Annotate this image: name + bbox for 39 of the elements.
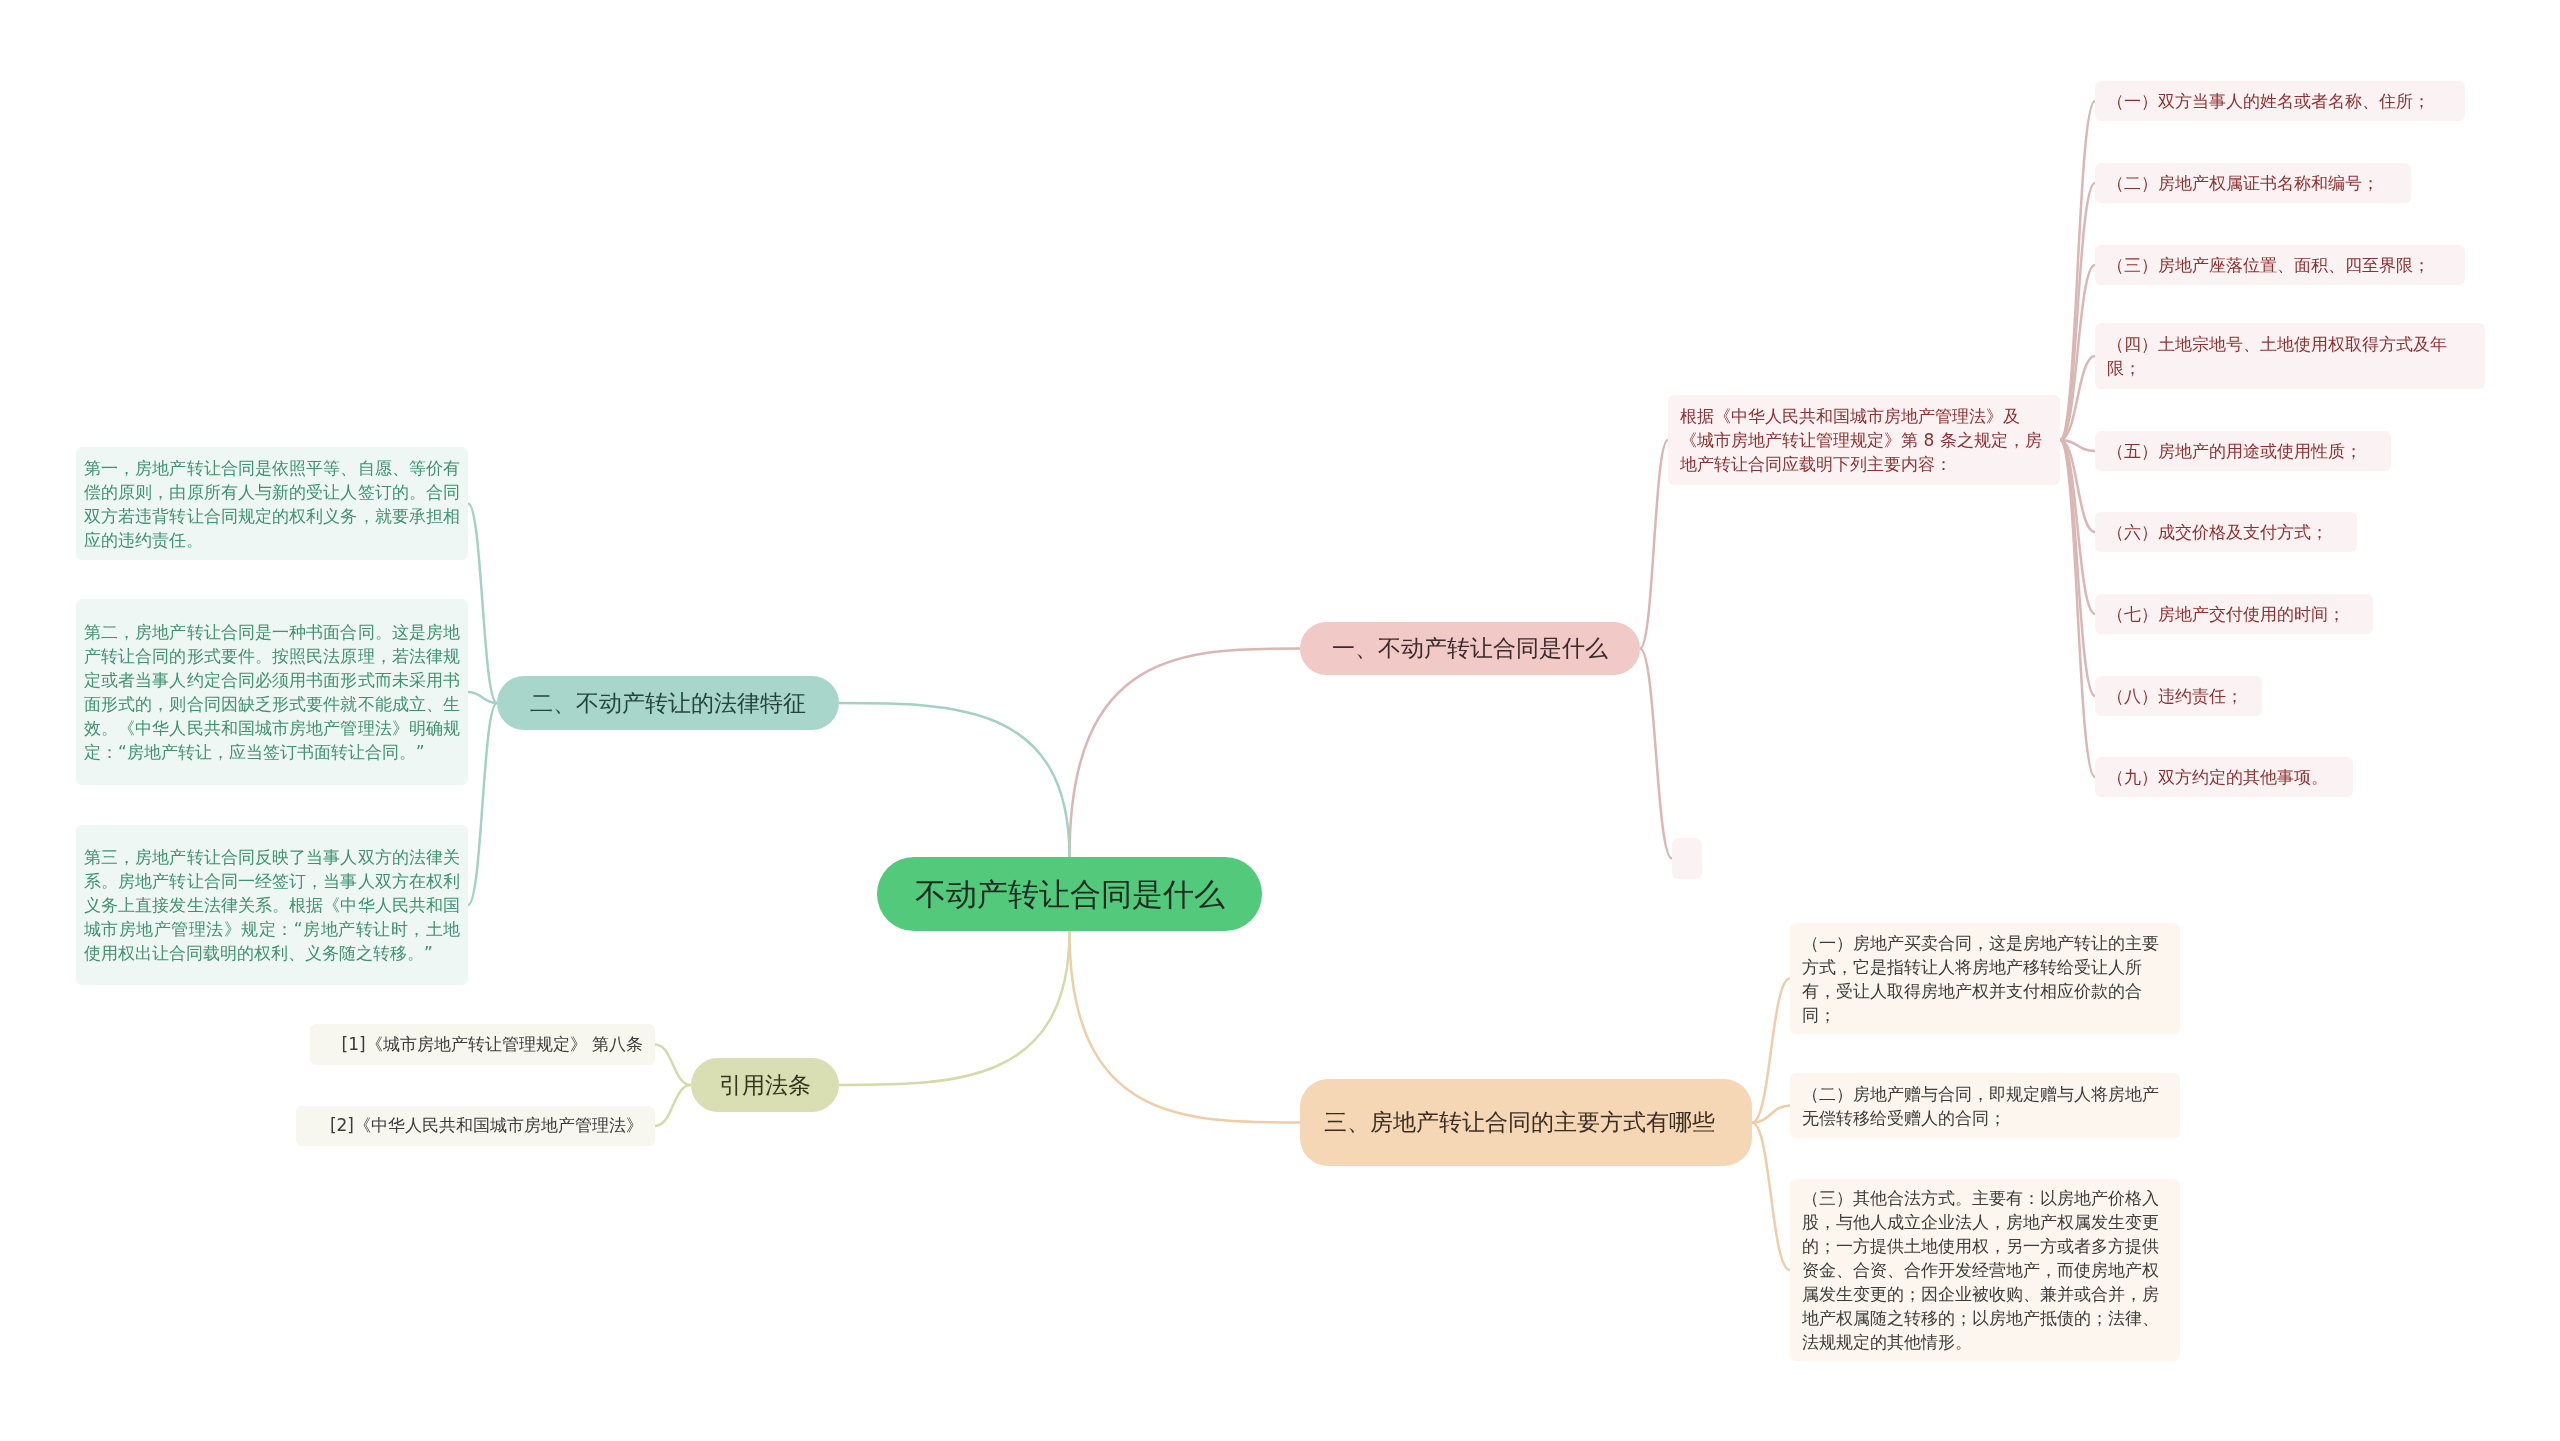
connector-line — [1751, 977, 1791, 1124]
empty-subtopic-box — [1672, 838, 1702, 879]
subtopic-box: （六）成交价格及支付方式； — [2095, 512, 2357, 552]
connector-line — [839, 701, 1071, 858]
connector-line — [467, 690, 498, 705]
connector-line — [467, 502, 498, 704]
subtopic-box: （四）土地宗地号、土地使用权取得方式及年限； — [2095, 323, 2485, 389]
connector-line — [1751, 1121, 1791, 1272]
central-topic: 不动产转让合同是什么 — [877, 857, 1262, 931]
subtopic-box: （一）房地产买卖合同，这是房地产转让的主要方式，它是指转让人将房地产移转给受让人所有，受让人取得房地产权并支付相应价款的合同； — [1790, 923, 2180, 1034]
subtopic-box: 第一，房地产转让合同是依照平等、自愿、等价有偿的原则，由原所有人与新的受让人签订的。合同双方若违背转让合同规定的权利义务，就要承担相应的违约责任。 — [76, 447, 468, 560]
subtopic-box: （二）房地产赠与合同，即规定赠与人将房地产无偿转移给受赠人的合同； — [1790, 1073, 2180, 1138]
subtopic-box: （七）房地产交付使用的时间； — [2095, 594, 2373, 634]
subtopic-box: [2]《中华人民共和国城市房地产管理法》 — [296, 1106, 655, 1146]
connector-line — [2059, 182, 2096, 441]
connector-line — [2058, 439, 2097, 778]
connector-line — [2059, 439, 2096, 697]
connector-line — [654, 1083, 692, 1128]
subtopic-box: （五）房地产的用途或使用性质； — [2095, 431, 2391, 471]
connector-line — [1639, 439, 1669, 650]
connector-line — [2058, 100, 2097, 441]
subtopic-box: （九）双方约定的其他事项。 — [2095, 757, 2353, 797]
subtopic-box: （三）其他合法方式。主要有：以房地产价格入股，与他人成立企业法人，房地产权属发生变更的；一方提供土地使用权，另一方或者多方提供资金、合资、合作开发经营地产，而使房地产权属发生变更的；因企业被收购、兼并或合并，房地产权属随之转移的；以房地产抵债的；法律、法规规定的其他情形。 — [1790, 1179, 2180, 1361]
branch-topic: 二、不动产转让的法律特征 — [497, 676, 839, 730]
subtopic-box: [1]《城市房地产转让管理规定》 第八条 — [310, 1024, 655, 1065]
subtopic-box: 第三，房地产转让合同反映了当事人双方的法律关系。房地产转让合同一经签订，当事人双方在权利义务上直接发生法律关系。根据《中华人民共和国城市房地产管理法》规定：“房地产转让时，土地使用权出让合同载明的权利、义务随之转移。” — [76, 825, 468, 985]
subtopic-box: （二）房地产权属证书名称和编号； — [2095, 163, 2411, 203]
branch-topic: 引用法条 — [691, 1058, 839, 1112]
subtopic-box: （一）双方当事人的姓名或者名称、住所； — [2095, 81, 2465, 121]
subtopic-box: （八）违约责任； — [2095, 676, 2262, 716]
connector-line — [839, 930, 1071, 1087]
subtopic-box: 第二，房地产转让合同是一种书面合同。这是房地产转让合同的形式要件。按照民法原理，若法律规定或者当事人约定合同必须用书面形式而未采用书面形式的，则合同因缺乏形式要件就不能成立、生效。《中华人民共和国城市房地产管理法》明确规定：“房地产转让，应当签订书面转让合同。” — [76, 599, 468, 785]
subtopic-box: 根据《中华人民共和国城市房地产管理法》及《城市房地产转让管理规定》第 8 条之规定，房地产转让合同应载明下列主要内容： — [1668, 395, 2060, 485]
subtopic-box: （三）房地产座落位置、面积、四至界限； — [2095, 245, 2465, 285]
connector-line — [654, 1043, 692, 1087]
connector-line — [467, 702, 498, 906]
branch-topic: 一、不动产转让合同是什么 — [1300, 622, 1640, 675]
connector-line — [1639, 647, 1673, 860]
branch-topic: 三、房地产转让合同的主要方式有哪些 — [1300, 1079, 1752, 1166]
